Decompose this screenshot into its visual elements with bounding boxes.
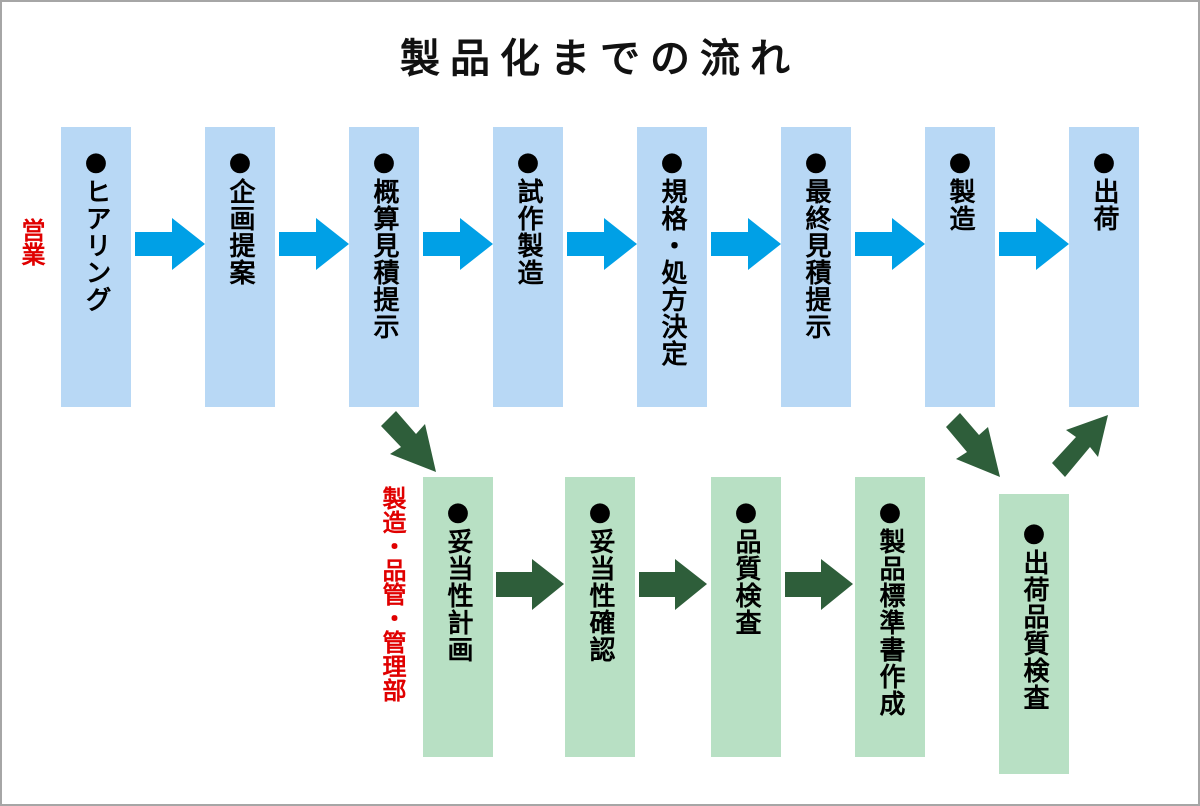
page-title: 製品化までの流れ (400, 36, 800, 82)
step-label: ●試作製造 (513, 147, 543, 286)
arrow-right-icon (423, 218, 493, 270)
step-label: ●企画提案 (225, 147, 255, 286)
arrow-right-icon (496, 559, 564, 610)
arrow-down-right-icon (381, 411, 436, 472)
step-label: ●概算見積提示 (369, 147, 399, 340)
arrow-down-right-icon (946, 413, 1000, 477)
step-label: ●出荷品質検査 (1019, 518, 1049, 711)
arrow-right-icon (785, 559, 853, 610)
step-label: ●妥当性確認 (585, 497, 615, 663)
dept-label-sales: 営業 (17, 218, 45, 266)
arrow-right-icon (135, 218, 205, 270)
step-box-final-estimate: ●最終見積提示 (781, 127, 851, 407)
step-box-prototype: ●試作製造 (493, 127, 563, 407)
step-box-rough-estimate: ●概算見積提示 (349, 127, 419, 407)
step-box-spec-decision: ●規格・処方決定 (637, 127, 707, 407)
step-label: ●製造 (945, 147, 975, 232)
dept-label-manufacturing: 製造・品管・管理部 (378, 486, 406, 702)
arrow-up-right-icon (1052, 415, 1108, 477)
step-box-product-standard: ●製品標準書作成 (855, 477, 925, 757)
arrow-right-icon (279, 218, 349, 270)
step-label: ●出荷 (1089, 147, 1119, 232)
arrow-right-icon (999, 218, 1069, 270)
step-box-manufacturing: ●製造 (925, 127, 995, 407)
arrow-right-icon (711, 218, 781, 270)
step-box-validation-check: ●妥当性確認 (565, 477, 635, 757)
step-box-proposal: ●企画提案 (205, 127, 275, 407)
step-box-shipping: ●出荷 (1069, 127, 1139, 407)
step-box-hearing: ●ヒアリング (61, 127, 131, 407)
step-label: ●ヒアリング (81, 147, 111, 313)
step-box-shipping-inspection: ●出荷品質検査 (999, 494, 1069, 774)
arrow-right-icon (567, 218, 637, 270)
step-box-quality-inspection: ●品質検査 (711, 477, 781, 757)
step-label: ●妥当性計画 (443, 497, 473, 663)
arrow-right-icon (639, 559, 707, 610)
step-label: ●最終見積提示 (801, 147, 831, 340)
step-label: ●製品標準書作成 (875, 497, 905, 717)
arrow-right-icon (855, 218, 925, 270)
step-label: ●品質検査 (731, 497, 761, 636)
step-box-validation-plan: ●妥当性計画 (423, 477, 493, 757)
step-label: ●規格・処方決定 (657, 147, 687, 367)
